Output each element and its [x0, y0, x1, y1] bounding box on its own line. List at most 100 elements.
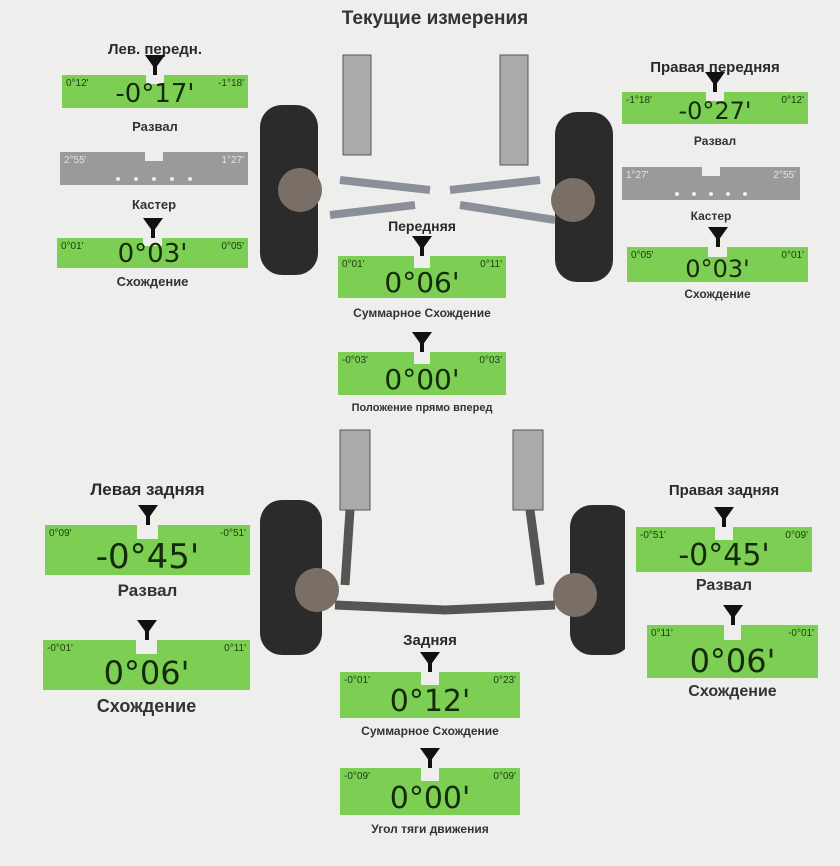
arrow-stem-icon: [153, 59, 157, 81]
gauge-max: 0°03': [479, 355, 502, 366]
gauge-title: Левая задняя: [90, 480, 205, 499]
rear-suspension-illustration: [260, 429, 625, 655]
gauge-label: Кастер: [690, 209, 732, 223]
gauge-bar: 0°09' -0°51' -0°45': [45, 525, 250, 575]
down-arrow-icon: [707, 227, 728, 241]
gauge-label: Развал: [132, 119, 178, 134]
gauge-bar: -0°09' 0°09' 0°00': [340, 768, 520, 815]
gauge-label: Схождение: [688, 683, 777, 700]
gauge-notch: [142, 238, 163, 247]
gauge-value: 0°06': [103, 654, 190, 692]
gauge-lf-camber: Лев. передн. 0°12' -1°18' -0°17' Развал: [62, 41, 248, 134]
down-arrow-icon: [714, 507, 734, 521]
gauge-bar: 0°01' 0°11' 0°06': [338, 256, 506, 298]
gauge-max: -0°51': [220, 528, 246, 539]
gauge-min: -1°18': [626, 95, 652, 106]
gauge-bar: -0°03' 0°03' 0°00': [338, 352, 506, 395]
gauge-bar: 2°55' 1°27': [60, 152, 248, 185]
gauge-max: -1°18': [218, 78, 244, 89]
gauge-dots: [116, 177, 192, 181]
gauge-title: Правая передняя: [650, 59, 780, 76]
gauge-notch: [702, 167, 720, 177]
gauge-title: Правая задняя: [668, 482, 780, 499]
gauge-rr-toe: 0°11' -0°01' 0°06' Схождение: [647, 605, 818, 700]
arrow-stem-icon: [144, 624, 149, 646]
gauge-lr-camber: Левая задняя 0°09' -0°51' -0°45' Развал: [45, 480, 250, 600]
arrow-stem-icon: [730, 609, 735, 631]
gauge-title: Передняя: [388, 218, 456, 234]
gauge-notch: [421, 672, 439, 685]
gauge-bar: 0°11' -0°01' 0°06': [647, 625, 818, 678]
gauge-notch: [413, 256, 431, 268]
gauge-bar: -0°01' 0°23' 0°12': [340, 672, 520, 718]
gauge-notch: [145, 75, 165, 85]
gauge-min: -0°03': [342, 355, 368, 366]
gauge-min: 0°11': [651, 628, 673, 639]
gauge-title: Задняя: [403, 632, 457, 649]
down-arrow-icon: [137, 505, 158, 519]
gauge-min: -0°01': [344, 675, 370, 686]
gauge-min: 0°01': [342, 259, 365, 270]
arrow-stem-icon: [150, 222, 155, 244]
gauge-value: -0°17': [115, 79, 195, 109]
gauge-value: 0°03': [117, 239, 188, 269]
gauge-bar: 1°27' 2°55': [622, 167, 800, 200]
gauge-rf-camber: Правая передняя -1°18' 0°12' -0°27' Разв…: [622, 59, 808, 148]
gauge-title: Лев. передн.: [107, 41, 203, 58]
arrow-stem-icon: [420, 336, 424, 358]
gauge-bar: 0°01' 0°05' 0°03': [57, 238, 248, 268]
gauge-value: -0°27': [678, 97, 752, 125]
gauge-label: Угол тяги движения: [371, 822, 489, 836]
gauge-label: Развал: [693, 134, 737, 148]
gauge-max: 0°09': [785, 530, 808, 541]
gauge-notch: [136, 640, 157, 654]
gauge-min: -0°51': [640, 530, 666, 541]
arrow-stem-icon: [713, 76, 717, 98]
gauge-lf-caster: 2°55' 1°27' Кастер: [60, 152, 248, 212]
gauge-notch: [413, 352, 431, 365]
front-suspension-illustration: [260, 54, 613, 282]
gauge-max: 1°27': [221, 155, 244, 166]
gauge-min: 2°55': [64, 155, 87, 166]
down-arrow-icon: [420, 652, 440, 666]
gauge-min: 0°12': [66, 78, 89, 89]
gauge-notch: [715, 527, 733, 540]
gauge-value: 0°06': [689, 642, 776, 680]
gauge-notch: [723, 625, 742, 640]
gauge-label: Схождение: [96, 696, 197, 716]
gauge-min: 0°01': [61, 241, 84, 252]
gauge-value: 0°00': [384, 363, 460, 396]
gauge-notch: [137, 525, 158, 539]
arrow-stem-icon: [145, 509, 150, 531]
down-arrow-icon: [412, 236, 432, 250]
gauge-notch: [144, 152, 164, 162]
arrow-stem-icon: [420, 240, 424, 262]
gauge-straight-ahead: -0°03' 0°03' 0°00' Положение прямо впере…: [338, 332, 506, 414]
gauge-max: 0°11': [224, 643, 246, 654]
gauge-max: 2°55': [773, 170, 796, 181]
gauge-min: 1°27': [626, 170, 649, 181]
gauge-label: Суммарное Схождение: [361, 724, 499, 738]
gauge-lf-toe: 0°01' 0°05' 0°03' Схождение: [57, 218, 248, 289]
gauge-bar: 0°05' 0°01' 0°03': [627, 247, 808, 282]
gauge-max: -0°01': [788, 628, 814, 639]
down-arrow-icon: [142, 218, 163, 232]
gauge-max: 0°12': [781, 95, 804, 106]
gauge-max: 0°23': [493, 675, 516, 686]
gauge-lr-toe: -0°01' 0°11' 0°06' Схождение: [43, 620, 250, 716]
page-title: Текущие измерения: [341, 8, 529, 29]
down-arrow-icon: [420, 748, 440, 762]
arrow-stem-icon: [722, 511, 726, 533]
gauge-label: Схождение: [684, 287, 751, 301]
gauge-bar: -0°51' 0°09' -0°45': [636, 527, 812, 572]
down-arrow-icon: [722, 605, 743, 619]
gauge-label: Развал: [695, 577, 753, 594]
gauge-bar: 0°12' -1°18' -0°17': [62, 75, 248, 108]
gauge-value: 0°00': [389, 781, 471, 816]
gauge-notch: [421, 768, 439, 782]
down-arrow-icon: [705, 72, 725, 86]
gauge-rear-total-toe: Задняя -0°01' 0°23' 0°12' Суммарное Схож…: [340, 632, 520, 738]
gauge-label: Схождение: [116, 274, 189, 289]
gauge-bar: -1°18' 0°12' -0°27': [622, 92, 808, 124]
gauge-label: Кастер: [131, 197, 177, 212]
